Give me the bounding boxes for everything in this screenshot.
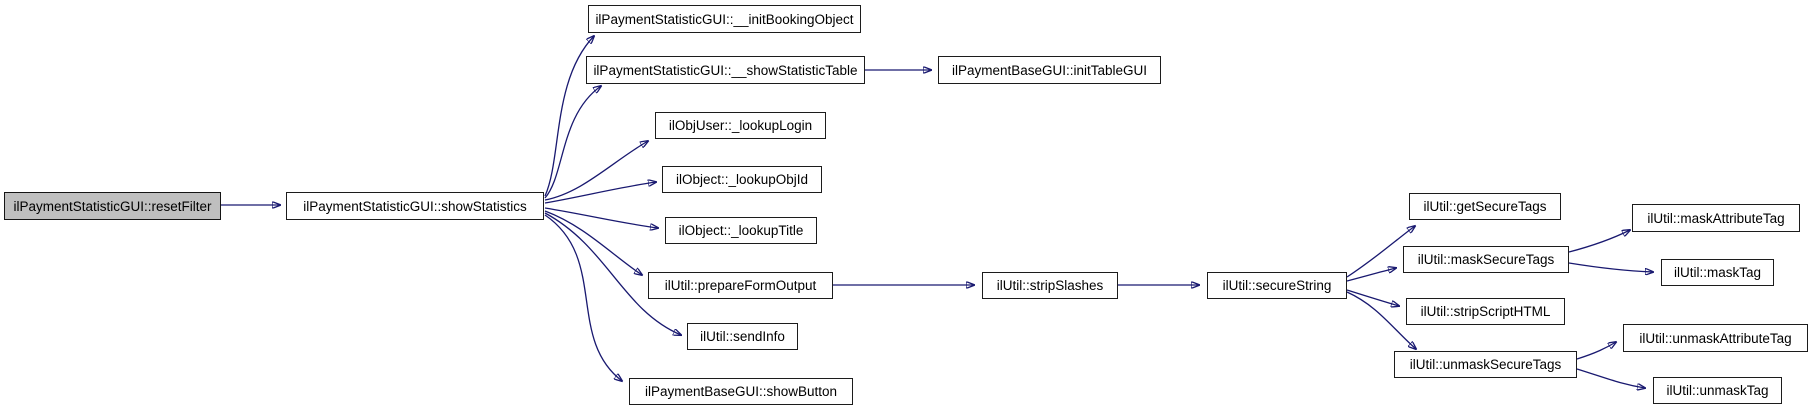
edge-maskSecureTags-maskTag <box>1568 262 1653 272</box>
node-lookup-obj-id[interactable]: ilObject::_lookupObjId <box>662 166 822 193</box>
node-strip-slashes[interactable]: ilUtil::stripSlashes <box>982 272 1118 299</box>
node-mask-secure-tags[interactable]: ilUtil::maskSecureTags <box>1403 246 1569 273</box>
node-unmask-attribute-tag[interactable]: ilUtil::unmaskAttributeTag <box>1623 324 1808 352</box>
edge-showStatistics-prepareFormOutput <box>544 210 642 275</box>
edge-secureString-getSecureTags <box>1346 226 1415 278</box>
node-show-button[interactable]: ilPaymentBaseGUI::showButton <box>629 378 853 405</box>
edge-secureString-unmaskSecureTags <box>1346 291 1416 349</box>
node-lookup-login[interactable]: ilObjUser::_lookupLogin <box>655 112 826 139</box>
node-show-statistics[interactable]: ilPaymentStatisticGUI::showStatistics <box>286 192 544 220</box>
edge-secureString-stripScriptHTML <box>1346 289 1399 306</box>
node-show-statistic-table[interactable]: ilPaymentStatisticGUI::__showStatisticTa… <box>586 56 865 84</box>
edge-showStatistics-showButton <box>544 214 622 381</box>
edge-unmaskSecureTags-unmaskTag <box>1576 368 1645 388</box>
edge-showStatistics-lookupLogin <box>544 141 648 201</box>
edge-secureString-maskSecureTags <box>1346 268 1396 282</box>
node-unmask-secure-tags[interactable]: ilUtil::unmaskSecureTags <box>1394 351 1577 378</box>
node-init-booking-object[interactable]: ilPaymentStatisticGUI::__initBookingObje… <box>588 5 861 33</box>
node-lookup-title[interactable]: ilObject::_lookupTitle <box>665 217 817 244</box>
node-get-secure-tags[interactable]: ilUtil::getSecureTags <box>1409 193 1561 220</box>
edge-showStatistics-initBookingObject <box>544 36 594 197</box>
node-unmask-tag[interactable]: ilUtil::unmaskTag <box>1653 377 1782 404</box>
node-strip-script-html[interactable]: ilUtil::stripScriptHTML <box>1406 298 1565 325</box>
node-prepare-form-output[interactable]: ilUtil::prepareFormOutput <box>648 272 833 299</box>
node-secure-string[interactable]: ilUtil::secureString <box>1207 272 1347 299</box>
edge-showStatistics-showStatisticTable <box>544 86 601 199</box>
edge-showStatistics-lookupTitle <box>544 207 658 228</box>
edge-showStatistics-sendInfo <box>544 212 681 335</box>
edge-showStatistics-lookupObjId <box>544 182 656 204</box>
node-send-info[interactable]: ilUtil::sendInfo <box>687 323 798 350</box>
node-init-table-gui[interactable]: ilPaymentBaseGUI::initTableGUI <box>938 56 1161 84</box>
node-reset-filter[interactable]: ilPaymentStatisticGUI::resetFilter <box>4 192 221 220</box>
edge-unmaskSecureTags-unmaskAttributeTag <box>1576 342 1616 360</box>
node-mask-tag[interactable]: ilUtil::maskTag <box>1661 259 1774 286</box>
node-mask-attribute-tag[interactable]: ilUtil::maskAttributeTag <box>1632 204 1800 232</box>
edge-maskSecureTags-maskAttributeTag <box>1568 230 1630 253</box>
